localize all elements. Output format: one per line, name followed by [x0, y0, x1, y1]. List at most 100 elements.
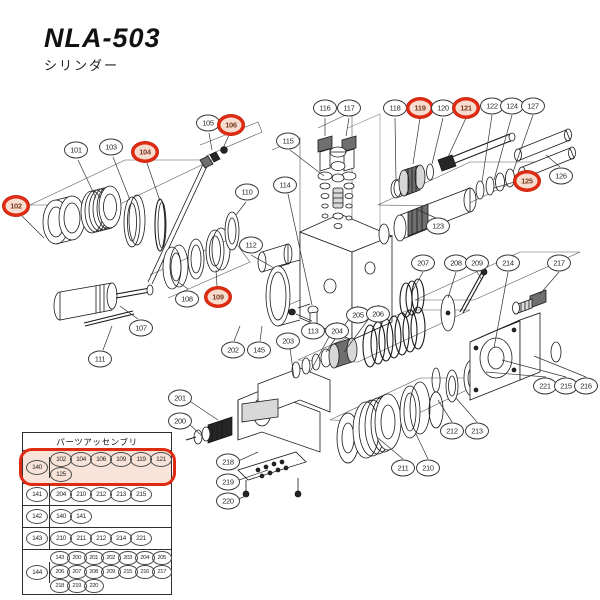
model-number: NLA-503: [44, 23, 161, 53]
parts-number[interactable]: 204: [50, 487, 72, 502]
callout-115[interactable]: 115: [276, 132, 300, 150]
parts-number[interactable]: 221: [130, 531, 152, 546]
parts-number[interactable]: 213: [110, 487, 132, 502]
parts-number[interactable]: 141: [70, 509, 92, 524]
callout-label: 220: [216, 492, 240, 510]
parts-number[interactable]: 211: [70, 531, 92, 546]
callout-label: 206: [366, 305, 390, 323]
callout-label: 204: [325, 322, 349, 340]
parts-row-key: 140: [23, 456, 50, 478]
callout-label: 217: [547, 254, 571, 272]
spring-spacer-assembly: [185, 268, 488, 498]
callout-124[interactable]: 124: [500, 97, 524, 115]
callout-118[interactable]: 118: [383, 99, 407, 117]
callout-216[interactable]: 216: [574, 377, 598, 395]
callout-113[interactable]: 113: [301, 322, 325, 340]
parts-number[interactable]: 214: [110, 531, 132, 546]
parts-number[interactable]: 106: [90, 452, 112, 467]
parts-number[interactable]: 212: [90, 531, 112, 546]
parts-number[interactable]: 104: [70, 452, 92, 467]
callout-203[interactable]: 203: [276, 332, 300, 350]
parts-number[interactable]: 220: [84, 579, 104, 593]
callout-218[interactable]: 218: [216, 453, 240, 471]
callout-label: 111: [88, 350, 112, 368]
callout-219[interactable]: 219: [216, 473, 240, 491]
callout-label: 127: [521, 97, 545, 115]
callout-105[interactable]: 105: [196, 114, 220, 132]
callout-101[interactable]: 101: [64, 141, 88, 159]
callout-103[interactable]: 103: [99, 138, 123, 156]
callout-label: 106: [217, 114, 245, 136]
callout-111[interactable]: 111: [88, 350, 112, 368]
callout-110[interactable]: 110: [235, 183, 259, 201]
callout-127[interactable]: 127: [521, 97, 545, 115]
callout-125[interactable]: 125: [513, 170, 541, 192]
callout-107[interactable]: 107: [129, 319, 153, 337]
parts-number[interactable]: 140: [50, 509, 72, 524]
parts-number[interactable]: 212: [90, 487, 112, 502]
callout-121[interactable]: 121: [452, 97, 480, 119]
callout-label: 120: [431, 99, 455, 117]
callout-label: 200: [168, 412, 192, 430]
parts-number[interactable]: 215: [130, 487, 152, 502]
callout-label: 145: [247, 341, 271, 359]
callout-209[interactable]: 209: [465, 254, 489, 272]
parts-number[interactable]: 125: [50, 467, 72, 482]
parts-number[interactable]: 121: [150, 452, 172, 467]
cylinder-rear-assembly: [42, 146, 240, 327]
callout-145[interactable]: 145: [247, 341, 271, 359]
parts-number[interactable]: 217: [152, 565, 172, 579]
callout-200[interactable]: 200: [168, 412, 192, 430]
callout-114[interactable]: 114: [273, 176, 297, 194]
callout-109[interactable]: 109: [204, 286, 232, 308]
callout-213[interactable]: 213: [465, 422, 489, 440]
callout-215[interactable]: 215: [554, 377, 578, 395]
callout-123[interactable]: 123: [426, 217, 450, 235]
callout-206[interactable]: 206: [366, 305, 390, 323]
callout-label: 105: [196, 114, 220, 132]
parts-number[interactable]: 205: [152, 551, 172, 565]
callout-207[interactable]: 207: [411, 254, 435, 272]
callout-112[interactable]: 112: [239, 236, 263, 254]
callout-108[interactable]: 108: [175, 290, 199, 308]
callout-126[interactable]: 126: [549, 167, 573, 185]
callout-label: 212: [440, 422, 464, 440]
parts-number[interactable]: 210: [50, 531, 72, 546]
callout-201[interactable]: 201: [168, 389, 192, 407]
callout-label: 103: [99, 138, 123, 156]
callout-label: 110: [235, 183, 259, 201]
parts-number[interactable]: 102: [50, 452, 72, 467]
callout-210[interactable]: 210: [416, 459, 440, 477]
parts-number[interactable]: 210: [70, 487, 92, 502]
parts-number[interactable]: 119: [130, 452, 152, 467]
callout-106[interactable]: 106: [217, 114, 245, 136]
callout-116[interactable]: 116: [313, 99, 337, 117]
callout-212[interactable]: 212: [440, 422, 464, 440]
callout-102[interactable]: 102: [2, 195, 30, 217]
callout-119[interactable]: 119: [406, 97, 434, 119]
callout-211[interactable]: 211: [391, 459, 415, 477]
callout-220[interactable]: 220: [216, 492, 240, 510]
callout-label: 210: [416, 459, 440, 477]
callout-217[interactable]: 217: [547, 254, 571, 272]
model-subtitle: シリンダー: [44, 59, 120, 75]
parts-number[interactable]: 109: [110, 452, 132, 467]
callout-label: 218: [216, 453, 240, 471]
callout-117[interactable]: 117: [337, 99, 361, 117]
callout-204[interactable]: 204: [325, 322, 349, 340]
callout-104[interactable]: 104: [131, 141, 159, 163]
callout-202[interactable]: 202: [221, 341, 245, 359]
callout-214[interactable]: 214: [496, 254, 520, 272]
parts-table-header: パーツアッセンブリ: [23, 433, 171, 451]
callout-120[interactable]: 120: [431, 99, 455, 117]
